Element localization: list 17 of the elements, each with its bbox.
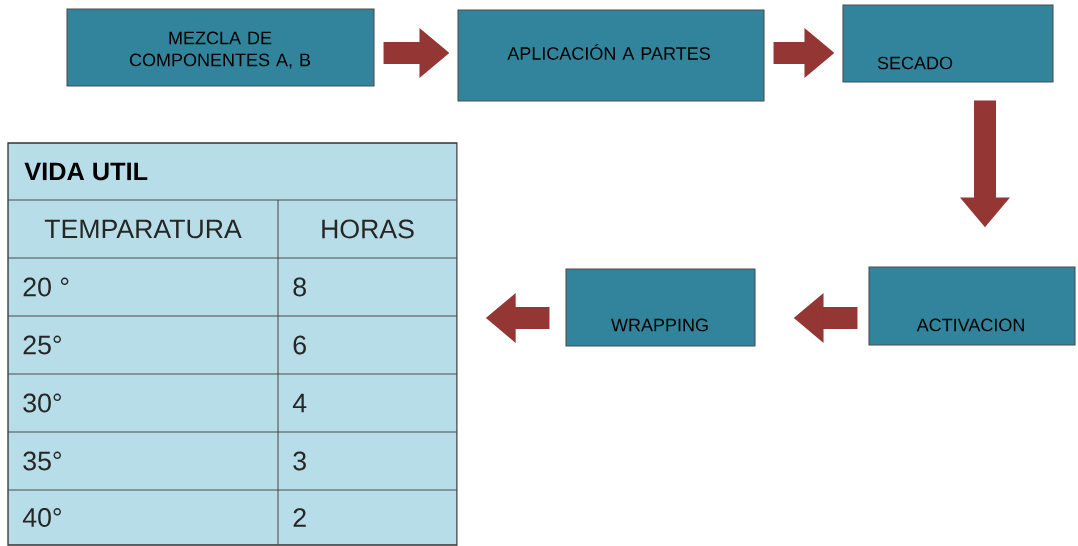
table-cell: 3 — [293, 451, 306, 471]
table-cell: 2 — [293, 508, 306, 527]
table-cell: 8 — [293, 277, 306, 297]
process-box: MEZCLA DE COMPONENTES A, B — [66, 8, 375, 87]
table-cell: 20 ° — [23, 277, 69, 297]
table-cell: 35° — [23, 451, 61, 471]
table-cell: 25° — [23, 335, 61, 355]
process-box: SECADO — [842, 4, 1054, 83]
process-box: WRAPPING — [565, 268, 756, 347]
table-cell: HORAS — [322, 219, 414, 239]
table-cell: 4 — [292, 393, 307, 413]
table-cell: 40° — [22, 508, 61, 527]
table-cell: TEMPARATURA — [44, 219, 242, 239]
table-cell: 6 — [293, 335, 306, 355]
process-box: ACTIVACION — [868, 266, 1076, 346]
process-box: APLICACIÓN A PARTES — [457, 9, 765, 102]
table-cell: 30° — [23, 393, 61, 413]
